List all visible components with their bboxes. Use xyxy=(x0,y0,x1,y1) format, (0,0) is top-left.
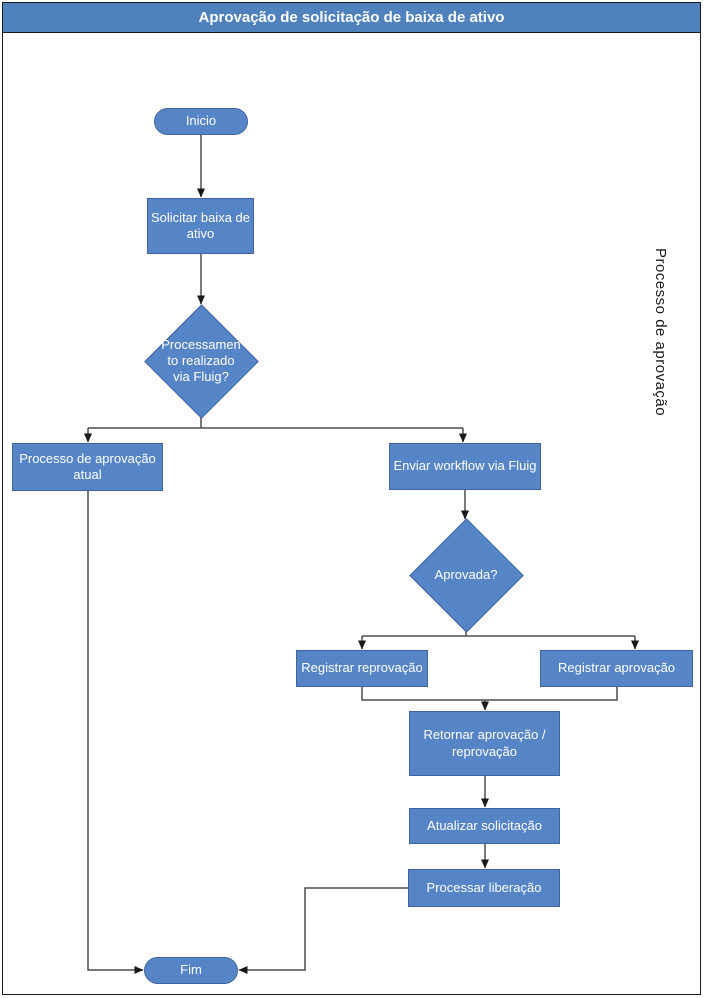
connector-registrar-merge xyxy=(361,687,618,701)
diagram-title-bar: Aprovação de solicitação de baixa de ati… xyxy=(2,2,701,33)
node-registrar-aprovacao-label: Registrar aprovação xyxy=(557,660,676,676)
node-processo-aprovacao-atual-label: Processo de aprovação atual xyxy=(19,450,156,482)
node-processo-aprovacao-atual: Processo de aprovação atual xyxy=(12,443,163,491)
node-processar-liberacao-label: Processar liberação xyxy=(426,879,542,895)
node-atualizar-solicitacao: Atualizar solicitação xyxy=(409,808,560,844)
node-decision-aprovada: Aprovada? xyxy=(409,518,524,633)
node-enviar-workflow-label: Enviar workflow via Fluig xyxy=(393,458,537,474)
node-registrar-reprovacao-label: Registrar reprovação xyxy=(301,660,423,676)
node-solicitar-baixa: Solicitar baixa de ativo xyxy=(147,198,254,254)
node-end-label: Fim xyxy=(180,962,202,978)
node-decision-aprovada-label: Aprovada? xyxy=(434,566,498,582)
node-enviar-workflow: Enviar workflow via Fluig xyxy=(389,443,541,490)
node-processar-liberacao: Processar liberação xyxy=(408,869,560,907)
node-retornar-aprovacao: Retornar aprovação / reprovação xyxy=(409,711,560,776)
node-decision-processamento-fluig-label: Processamen to realizado via Fluig? xyxy=(161,336,241,385)
node-start-label: Inicio xyxy=(185,113,217,129)
connector-processo-atual-fim xyxy=(87,491,144,974)
node-registrar-reprovacao: Registrar reprovação xyxy=(296,650,428,687)
node-decision-processamento-fluig: Processamen to realizado via Fluig? xyxy=(144,304,259,419)
diagram-title: Aprovação de solicitação de baixa de ati… xyxy=(198,9,505,26)
node-start: Inicio xyxy=(154,108,248,135)
node-retornar-aprovacao-label: Retornar aprovação / reprovação xyxy=(423,727,546,759)
connector-decision-split xyxy=(88,417,463,429)
lane-label: Processo de aprovação xyxy=(652,248,669,417)
node-registrar-aprovacao: Registrar aprovação xyxy=(540,650,693,687)
connector-processar-fim xyxy=(238,887,408,974)
node-solicitar-baixa-label: Solicitar baixa de ativo xyxy=(151,209,250,241)
node-atualizar-solicitacao-label: Atualizar solicitação xyxy=(427,817,542,833)
node-end: Fim xyxy=(144,957,238,984)
